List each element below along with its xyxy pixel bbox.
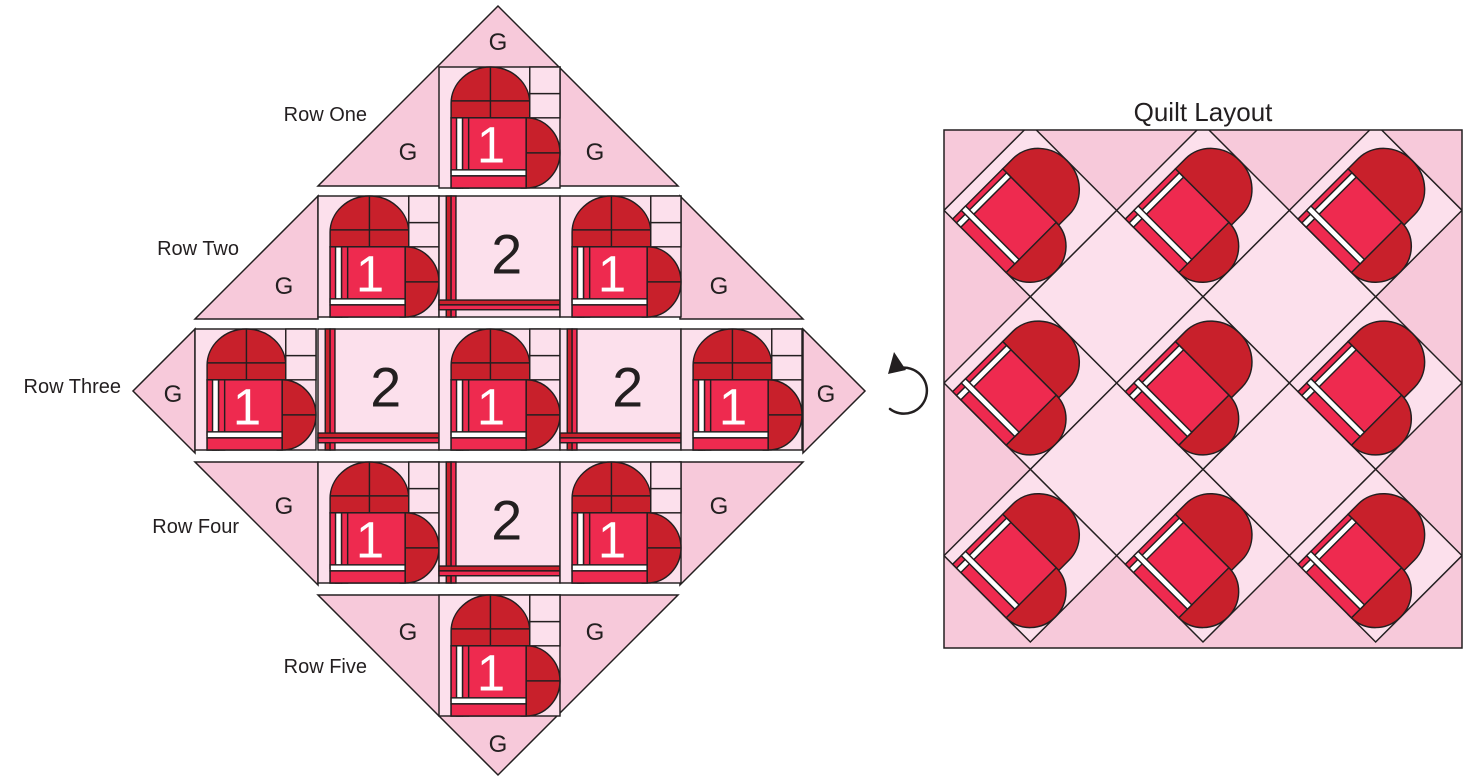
layout-heart-block bbox=[1288, 468, 1462, 644]
heart-block: 1 bbox=[559, 195, 682, 318]
layout-heart-block bbox=[944, 130, 1118, 298]
setting-label-g: G bbox=[586, 619, 605, 646]
plain-block: 2 bbox=[438, 461, 561, 584]
setting-triangle bbox=[679, 461, 805, 587]
block-number-label: 1 bbox=[477, 379, 505, 436]
red-bar bbox=[438, 299, 561, 306]
block-background bbox=[317, 328, 440, 451]
row-label: Row Five bbox=[284, 656, 367, 678]
layout-heart-block bbox=[944, 295, 1118, 471]
block-number-label: 1 bbox=[477, 645, 505, 702]
setting-label-g: G bbox=[489, 29, 508, 56]
corner-square bbox=[650, 461, 682, 514]
block-number-label: 2 bbox=[491, 223, 522, 285]
red-bar bbox=[317, 432, 440, 439]
setting-label-g: G bbox=[275, 273, 294, 300]
row-label: Row Four bbox=[152, 516, 239, 538]
setting-label-g: G bbox=[164, 381, 183, 408]
row-label: Row One bbox=[284, 104, 367, 126]
heart-block: 1 bbox=[438, 594, 561, 717]
heart-block: 1 bbox=[680, 328, 803, 451]
row-label: Row Three bbox=[24, 376, 121, 398]
block-number-label: 1 bbox=[477, 117, 505, 174]
row-assembly-diagram: 1 1 2 1 1 2 1 2 1 1 2 1 1 G G G G G G G G G G G G Ro… bbox=[24, 4, 867, 777]
heart-block: 1 bbox=[194, 328, 317, 451]
corner-square bbox=[650, 195, 682, 248]
block-number-label: 1 bbox=[356, 512, 384, 569]
block-background bbox=[559, 328, 682, 451]
layout-heart-block bbox=[1115, 295, 1291, 471]
layout-heart-block bbox=[1288, 130, 1462, 298]
block-number-label: 1 bbox=[719, 379, 747, 436]
setting-label-g: G bbox=[817, 381, 836, 408]
plain-block: 2 bbox=[438, 195, 561, 318]
layout-heart-block bbox=[1288, 295, 1462, 471]
setting-triangle bbox=[802, 327, 867, 455]
corner-square bbox=[529, 594, 561, 647]
corner-square bbox=[408, 461, 440, 514]
red-bar bbox=[566, 328, 573, 451]
setting-labels: G G G G G G G G G G G G bbox=[164, 29, 836, 758]
block-number-label: 2 bbox=[370, 356, 401, 418]
row-two bbox=[193, 194, 805, 320]
block-number-label: 2 bbox=[491, 489, 522, 551]
setting-label-g: G bbox=[399, 139, 418, 166]
corner-square bbox=[529, 328, 561, 381]
block-number-label: 1 bbox=[598, 512, 626, 569]
row-label: Row Two bbox=[157, 238, 239, 260]
corner-square bbox=[529, 66, 561, 119]
red-bar bbox=[445, 461, 452, 584]
layout-heart-block bbox=[944, 468, 1118, 644]
heart-block: 1 bbox=[317, 195, 440, 318]
counterclockwise-rotate-arrow-icon bbox=[888, 352, 929, 415]
heart-block: 1 bbox=[438, 66, 561, 189]
layout-heart-block bbox=[1115, 468, 1291, 644]
row-labels: Row One Row Two Row Three Row Four Row F… bbox=[24, 104, 367, 678]
block-number-label: 1 bbox=[233, 379, 261, 436]
corner-square bbox=[771, 328, 803, 381]
setting-label-g: G bbox=[710, 273, 729, 300]
setting-triangle bbox=[679, 194, 805, 320]
setting-label-g: G bbox=[710, 493, 729, 520]
block-number-label: 1 bbox=[356, 246, 384, 303]
block-number-label: 2 bbox=[612, 356, 643, 418]
layout-heart-block bbox=[1115, 130, 1291, 298]
red-bar bbox=[445, 195, 452, 318]
setting-label-g: G bbox=[399, 619, 418, 646]
block-layer: 1 1 2 1 1 2 1 2 1 1 2 1 1 bbox=[194, 66, 803, 717]
setting-label-g: G bbox=[489, 731, 508, 758]
corner-square bbox=[285, 328, 317, 381]
red-bar bbox=[324, 328, 331, 451]
red-bar bbox=[559, 432, 682, 439]
quilt-layout bbox=[943, 129, 1463, 649]
setting-label-g: G bbox=[586, 139, 605, 166]
plain-block: 2 bbox=[317, 328, 440, 451]
corner-square bbox=[408, 195, 440, 248]
block-number-label: 1 bbox=[598, 246, 626, 303]
block-background bbox=[438, 195, 561, 318]
heart-block: 1 bbox=[559, 461, 682, 584]
layout-title: Quilt Layout bbox=[1134, 97, 1274, 127]
setting-label-g: G bbox=[275, 493, 294, 520]
plain-block: 2 bbox=[559, 328, 682, 451]
heart-block: 1 bbox=[317, 461, 440, 584]
heart-block: 1 bbox=[438, 328, 561, 451]
